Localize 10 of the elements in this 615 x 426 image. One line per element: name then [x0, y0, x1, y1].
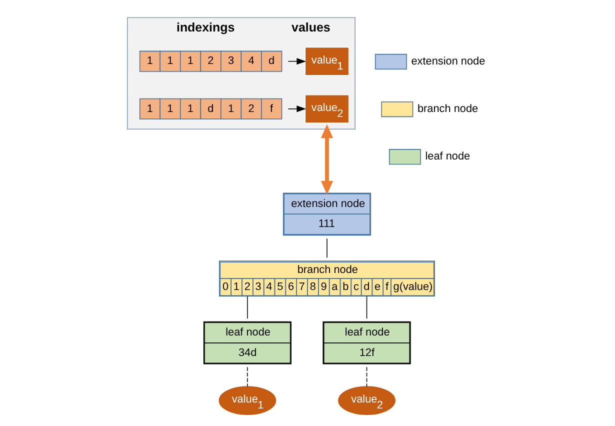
connector — [326, 238, 328, 258]
arrow — [320, 124, 334, 195]
connector — [366, 296, 368, 319]
connector — [247, 366, 248, 387]
legend-label: leaf node — [425, 150, 470, 163]
arrow — [288, 106, 306, 112]
legend-label: extension node — [411, 56, 486, 68]
connector — [366, 366, 368, 387]
connector — [247, 296, 248, 319]
legend-label: branch node — [417, 103, 478, 116]
